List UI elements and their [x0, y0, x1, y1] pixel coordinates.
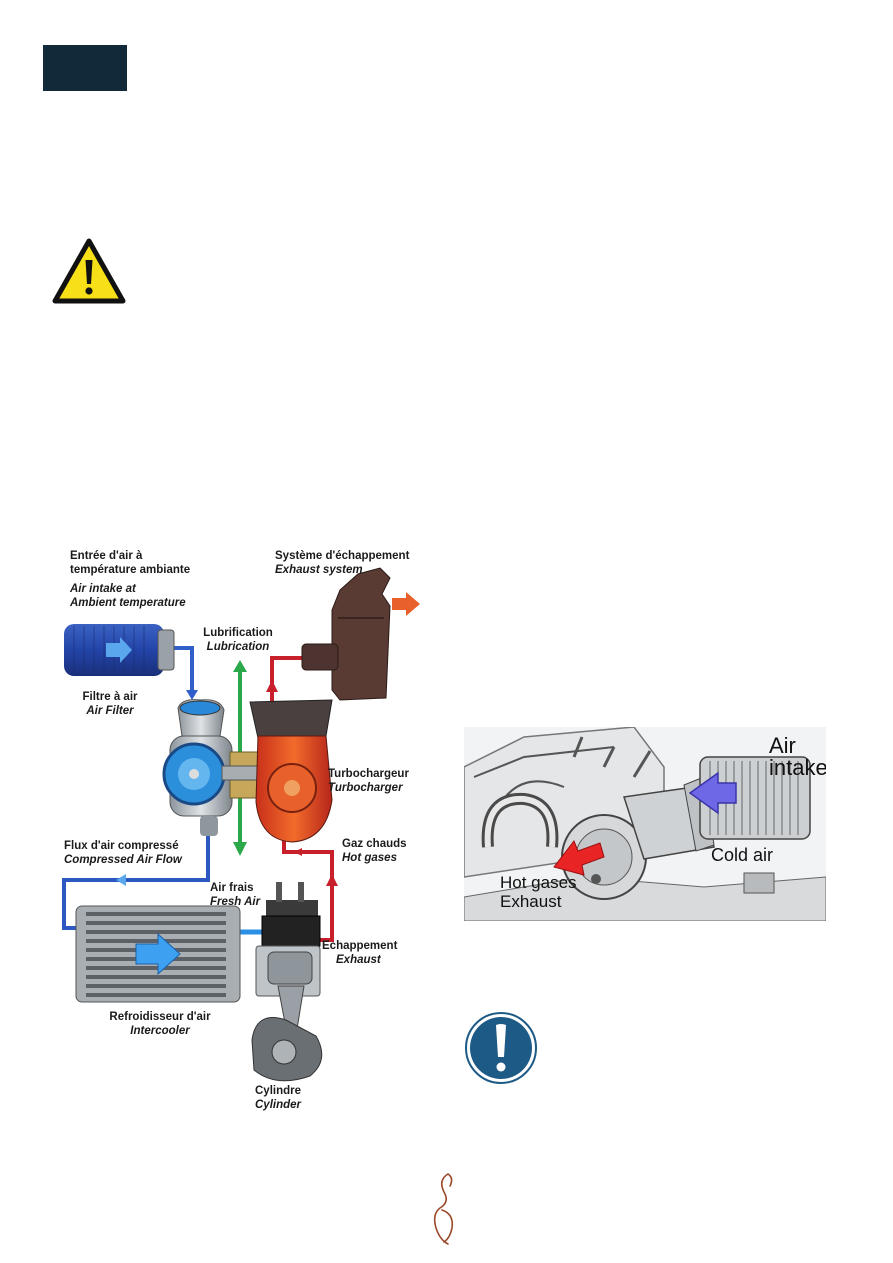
- cylinder-en: Cylinder: [254, 1099, 302, 1111]
- exhaust-system-en: Exhaust system: [275, 564, 363, 576]
- lubrication-en: Lubrication: [206, 641, 270, 653]
- exhaust-fr: Echappement: [322, 940, 398, 952]
- label-exhaust-system: Système d'échappement Exhaust system: [275, 549, 409, 577]
- intercooler-art: [75, 905, 241, 1003]
- air-intake-en-line1: Air intake at: [70, 583, 136, 595]
- label-fresh-air: Air frais Fresh Air: [210, 881, 260, 909]
- turbo-en: Turbocharger: [328, 782, 403, 794]
- cylinder-art: [251, 882, 323, 1082]
- photo-label-air-intake: Air intake: [769, 735, 826, 779]
- air-intake-fr-line2: température ambiante: [70, 564, 191, 576]
- label-lubrication: Lubrification Lubrication: [203, 626, 273, 654]
- label-compressed-air: Flux d'air compressé Compressed Air Flow: [64, 839, 182, 867]
- label-hot-gases: Gaz chauds Hot gases: [342, 837, 407, 865]
- fresh-air-en: Fresh Air: [210, 896, 261, 908]
- label-air-intake: Entrée d'air à température ambiante Air …: [70, 549, 190, 610]
- label-turbocharger: Turbochargeur Turbocharger: [328, 767, 409, 795]
- compressed-en: Compressed Air Flow: [64, 854, 182, 866]
- exhaust-system-fr: Système d'échappement: [275, 550, 410, 562]
- exclamation-icon: [464, 1011, 538, 1085]
- cylinder-fr: Cylindre: [254, 1085, 302, 1097]
- lubrication-fr: Lubrification: [203, 627, 273, 639]
- photo-label-hot-gases: Hot gases Exhaust: [500, 873, 577, 911]
- hot-gases-en: Hot gases: [342, 852, 397, 864]
- photo-hot-gases: Hot gases: [500, 873, 577, 892]
- brand-logo-icon: [428, 1170, 464, 1248]
- air-filter-fr: Filtre à air: [82, 691, 138, 703]
- label-exhaust: Echappement Exhaust: [322, 939, 397, 967]
- air-filter-art: [64, 624, 175, 676]
- engine-photo-art: [464, 727, 826, 921]
- warning-icon: [52, 238, 126, 304]
- photo-air-line1: Air: [769, 733, 796, 758]
- label-air-filter: Filtre à air Air Filter: [83, 690, 138, 718]
- turbine-art: [249, 699, 333, 843]
- exhaust-en: Exhaust: [336, 954, 381, 966]
- air-intake-en-line2: Ambient temperature: [70, 597, 186, 609]
- photo-air-line2: intake: [769, 755, 826, 780]
- turbo-fr: Turbochargeur: [328, 768, 409, 780]
- intercooler-en: Intercooler: [130, 1025, 190, 1037]
- hot-gases-fr: Gaz chauds: [342, 838, 407, 850]
- intercooler-fr: Refroidisseur d'air: [109, 1011, 211, 1023]
- compressor-art: [162, 699, 233, 836]
- turbo-diagram: Entrée d'air à température ambiante Air …: [40, 540, 430, 1120]
- label-intercooler: Refroidisseur d'air Intercooler: [109, 1010, 210, 1038]
- photo-exhaust: Exhaust: [500, 892, 562, 911]
- label-cylinder: Cylindre Cylinder: [255, 1084, 301, 1112]
- engine-photo: Air intake Cold air Hot gases Exhaust: [464, 727, 826, 921]
- photo-label-cold-air: Cold air: [711, 845, 774, 865]
- air-intake-fr-line1: Entrée d'air à: [70, 550, 143, 562]
- turbo-diagram-art: [62, 567, 420, 1082]
- header-block: [43, 45, 127, 91]
- exhaust-system-art: [301, 567, 420, 701]
- compressed-fr: Flux d'air compressé: [64, 840, 179, 852]
- air-filter-en: Air Filter: [86, 705, 134, 717]
- fresh-air-fr: Air frais: [210, 882, 254, 894]
